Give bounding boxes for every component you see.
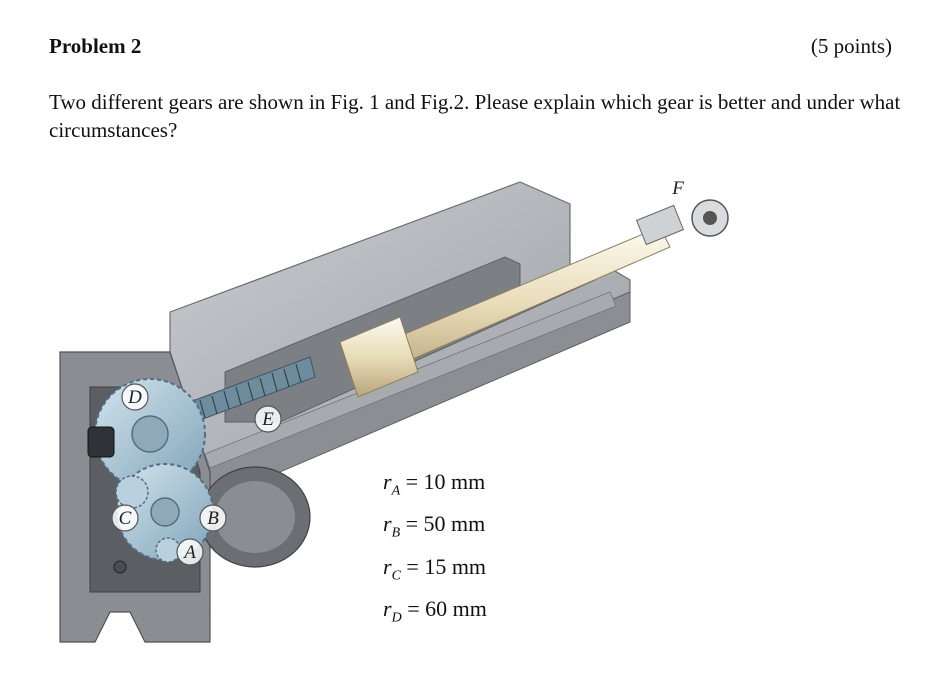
problem-title: Problem 2 xyxy=(49,34,142,58)
radius-row-c: rC = 15 mm xyxy=(383,553,487,584)
gear-c xyxy=(115,475,149,509)
gear-actuator-figure: D E C B A F xyxy=(59,178,729,643)
shaft-knob xyxy=(87,426,115,458)
gear-b-hub xyxy=(150,497,180,527)
piston-head xyxy=(339,316,419,398)
svg-text:C: C xyxy=(119,508,132,529)
gear-radii-list: rA = 10 mm rB = 50 mm rC = 15 mm rD = 60… xyxy=(383,465,487,635)
svg-text:E: E xyxy=(261,409,274,430)
motor-face xyxy=(215,481,295,553)
label-c: C xyxy=(111,504,139,532)
gear-d-hub xyxy=(131,415,169,453)
gear-a xyxy=(155,537,181,563)
question-text: Two different gears are shown in Fig. 1 … xyxy=(49,90,901,142)
points-label: (5 points) xyxy=(810,34,892,58)
svg-text:F: F xyxy=(671,178,684,199)
svg-text:B: B xyxy=(207,508,219,529)
label-f: F xyxy=(671,178,684,199)
rod-end-fitting xyxy=(635,204,685,246)
mount-screw xyxy=(113,560,127,574)
lead-screw-threads xyxy=(199,363,302,419)
radius-row-a: rA = 10 mm xyxy=(383,469,486,499)
label-b: B xyxy=(199,504,227,532)
radius-row-b: rB = 50 mm xyxy=(383,511,486,541)
svg-text:D: D xyxy=(127,387,142,408)
svg-text:A: A xyxy=(182,542,196,563)
label-d: D xyxy=(121,383,149,411)
label-a: A xyxy=(176,538,204,566)
label-e: E xyxy=(254,405,282,433)
rod-eye-hole xyxy=(703,211,717,225)
housing-lower-rail xyxy=(204,291,617,469)
radius-row-d: rD = 60 mm xyxy=(383,596,487,626)
